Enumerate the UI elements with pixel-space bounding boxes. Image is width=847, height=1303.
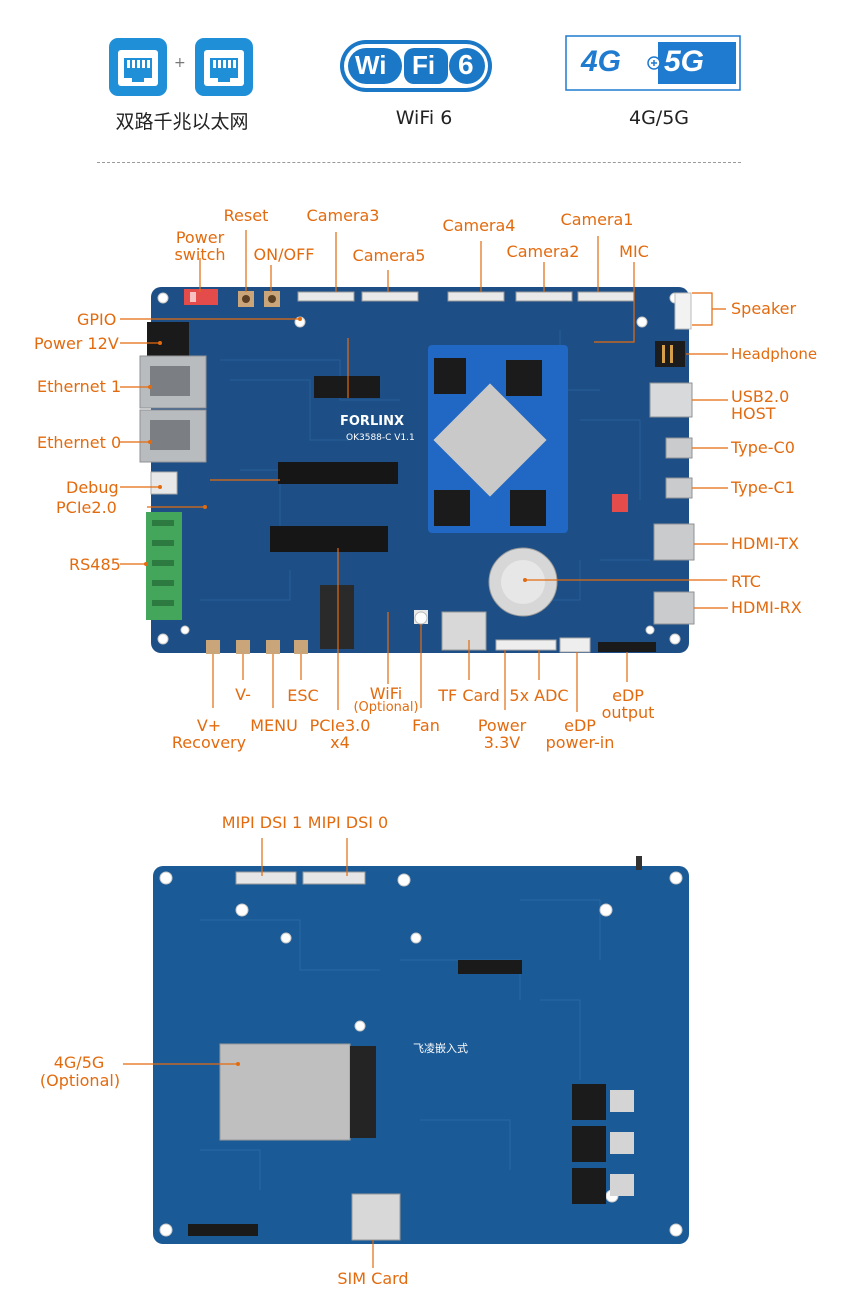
board-top-silk-model: OK3588-C V1.1: [346, 433, 415, 443]
label-fan: Fan: [412, 716, 440, 735]
label-v-plus-recovery: V+ Recovery: [171, 716, 247, 752]
label-mipi-dsi-1: MIPI DSI 1: [221, 813, 303, 832]
wifi6-logo: [340, 40, 492, 92]
label-camera5: Camera5: [352, 246, 426, 265]
label-sim-card: SIM Card: [337, 1269, 409, 1288]
label-5x-adc: 5x ADC: [509, 686, 569, 705]
label-mipi-dsi-0: MIPI DSI 0: [307, 813, 389, 832]
label-cellular: 4G/5G: [53, 1053, 105, 1072]
label-mic: MIC: [619, 242, 649, 261]
label-headphone: Headphone: [731, 345, 818, 363]
label-power-12v: Power 12V: [34, 334, 119, 353]
label-camera2: Camera2: [506, 242, 580, 261]
label-debug: Debug: [66, 478, 119, 497]
label-type-c1: Type-C1: [731, 478, 795, 497]
board-bottom-silk-brand: 飞凌嵌入式: [413, 1042, 468, 1055]
board-top-silk-brand: FORLINX: [340, 414, 404, 429]
label-edp-output: eDP output: [601, 686, 655, 722]
section-divider: [97, 162, 741, 163]
cellular-logo: [565, 35, 741, 91]
label-pcie30: PCIe3.0 x4: [309, 716, 371, 752]
label-type-c0: Type-C0: [731, 438, 795, 457]
cellular-feature-label: 4G/5G: [628, 107, 690, 129]
cellular-logo-5g: 5G: [664, 45, 705, 78]
label-wifi: WiFi: [369, 684, 403, 703]
label-cellular-optional: (Optional): [39, 1071, 121, 1090]
label-v-minus: V-: [235, 685, 251, 704]
label-esc: ESC: [287, 686, 319, 705]
label-rtc: RTC: [731, 572, 761, 591]
label-pcie20: PCIe2.0: [56, 498, 117, 517]
label-speaker: Speaker: [731, 299, 797, 318]
wifi-logo-wi: Wi: [355, 50, 387, 80]
label-menu: MENU: [250, 716, 298, 735]
label-camera1: Camera1: [560, 210, 634, 229]
label-hdmi-tx: HDMI-TX: [731, 534, 799, 553]
wifi-logo-6: 6: [458, 49, 474, 80]
label-wifi-optional: (Optional): [353, 700, 419, 715]
label-ethernet-0: Ethernet 0: [37, 433, 122, 452]
label-tf-card: TF Card: [438, 686, 500, 705]
label-edp-power-in: eDP power-in: [545, 716, 615, 752]
label-ethernet-1: Ethernet 1: [37, 377, 122, 396]
label-on-off: ON/OFF: [253, 245, 315, 264]
label-hdmi-rx: HDMI-RX: [731, 598, 802, 617]
ethernet-port-icon: [109, 38, 253, 96]
label-reset: Reset: [223, 206, 269, 225]
label-rs485: RS485: [69, 555, 121, 574]
wifi-feature-label: WiFi 6: [395, 107, 453, 129]
ethernet-feature-label: 双路千兆以太网: [115, 111, 249, 133]
label-power-33v: Power 3.3V: [477, 716, 527, 752]
label-camera3: Camera3: [306, 206, 380, 225]
cellular-logo-4g: 4G: [581, 45, 622, 78]
label-camera4: Camera4: [442, 216, 516, 235]
ethernet-plus: +: [174, 55, 186, 71]
wifi-logo-fi: Fi: [412, 50, 436, 80]
label-gpio: GPIO: [77, 310, 117, 329]
label-usb-host: USB2.0 HOST: [731, 387, 790, 423]
label-power-switch: Power switch: [174, 228, 226, 264]
